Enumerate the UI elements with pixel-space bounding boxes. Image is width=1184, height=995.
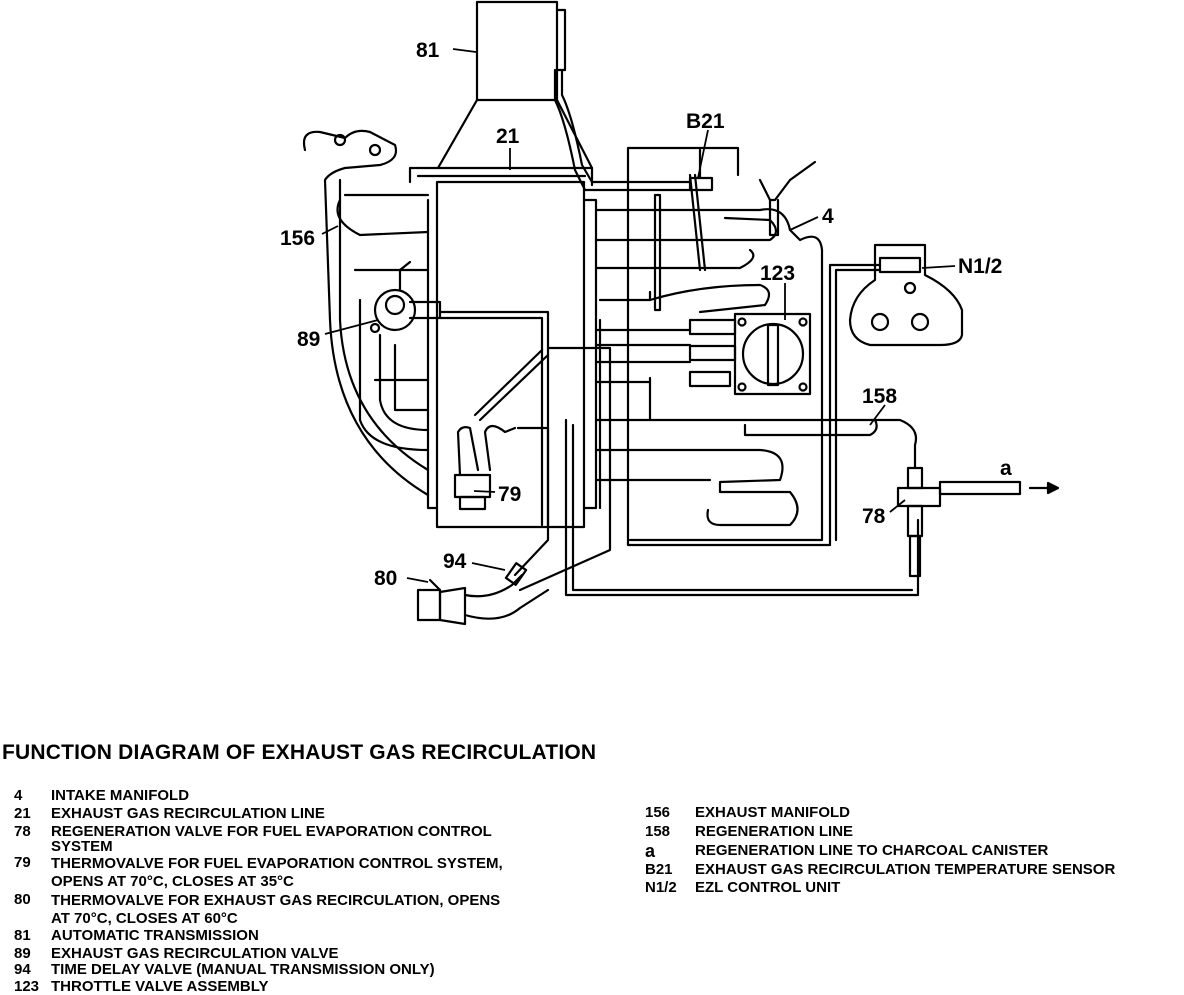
legend-text: REGENERATION VALVE FOR FUEL EVAPORATION … xyxy=(51,823,492,855)
diagram-caption: FUNCTION DIAGRAM OF EXHAUST GAS RECIRCUL… xyxy=(2,741,597,764)
callout-156: 156 xyxy=(280,227,315,250)
callout-81: 81 xyxy=(416,39,440,62)
legend-code: 78 xyxy=(14,823,31,840)
legend-code: 156 xyxy=(645,804,671,821)
callout-94: 94 xyxy=(443,550,467,573)
legend-text: REGENERATION LINE TO CHARCOAL CANISTER xyxy=(695,842,1049,859)
callout-79: 79 xyxy=(498,483,521,506)
legend-text: TIME DELAY VALVE (MANUAL TRANSMISSION ON… xyxy=(51,961,435,978)
legend-code: 94 xyxy=(14,961,31,978)
callout-123: 123 xyxy=(760,262,795,285)
callout-n1-2: N1/2 xyxy=(958,255,1002,278)
thermovalve-80 xyxy=(416,562,550,626)
leader-lines xyxy=(321,48,956,583)
regeneration-valve xyxy=(896,466,1060,578)
engine-block xyxy=(408,166,598,529)
legend-code: a xyxy=(645,841,656,861)
legend-text: EXHAUST MANIFOLD xyxy=(695,804,850,821)
legend-code: 81 xyxy=(14,927,31,944)
legend-code: 158 xyxy=(645,823,671,840)
callout-4: 4 xyxy=(822,205,834,228)
legend-text: INTAKE MANIFOLD xyxy=(51,787,190,804)
legend-text: EXHAUST GAS RECIRCULATION TEMPERATURE SE… xyxy=(695,861,1116,878)
callout-89: 89 xyxy=(297,328,320,351)
callout-158: 158 xyxy=(862,385,897,408)
legend-text: EXHAUST GAS RECIRCULATION LINE xyxy=(51,805,325,822)
throttle-valve-assembly xyxy=(688,312,812,396)
callout-78: 78 xyxy=(862,505,886,528)
callout-80: 80 xyxy=(374,567,397,590)
legend-text: THROTTLE VALVE ASSEMBLY xyxy=(51,978,269,995)
legend-text: AUTOMATIC TRANSMISSION xyxy=(51,927,259,944)
legend-code: 21 xyxy=(14,805,31,822)
callout-21: 21 xyxy=(496,125,520,148)
legend-code: 80 xyxy=(14,891,31,908)
exhaust-manifold xyxy=(302,129,430,497)
legend-text: EZL CONTROL UNIT xyxy=(695,879,841,896)
callout-a: a xyxy=(1000,457,1012,480)
legend-code: 123 xyxy=(14,978,40,995)
egr-valve xyxy=(369,260,442,334)
legend-text: REGENERATION LINE xyxy=(695,823,854,840)
vacuum-lines xyxy=(438,68,920,597)
thermovalve-79 xyxy=(453,424,517,511)
legend-code: N1/2 xyxy=(645,879,677,896)
legend-text: THERMOVALVE FOR FUEL EVAPORATION CONTROL… xyxy=(51,855,503,890)
intake-manifold xyxy=(594,208,824,542)
legend-code: 4 xyxy=(14,787,23,804)
ezl-control-unit xyxy=(848,243,964,347)
callout-b21: B21 xyxy=(686,110,725,133)
legend-code: B21 xyxy=(645,861,673,878)
legend-code: 89 xyxy=(14,945,31,962)
legend-text: THERMOVALVE FOR EXHAUST GAS RECIRCULATIO… xyxy=(51,892,501,927)
legend-code: 79 xyxy=(14,854,31,871)
egr-function-diagram: 81 21 B21 4 N1/2 156 123 89 158 a 78 79 … xyxy=(280,0,1060,626)
legend-text: EXHAUST GAS RECIRCULATION VALVE xyxy=(51,945,339,962)
